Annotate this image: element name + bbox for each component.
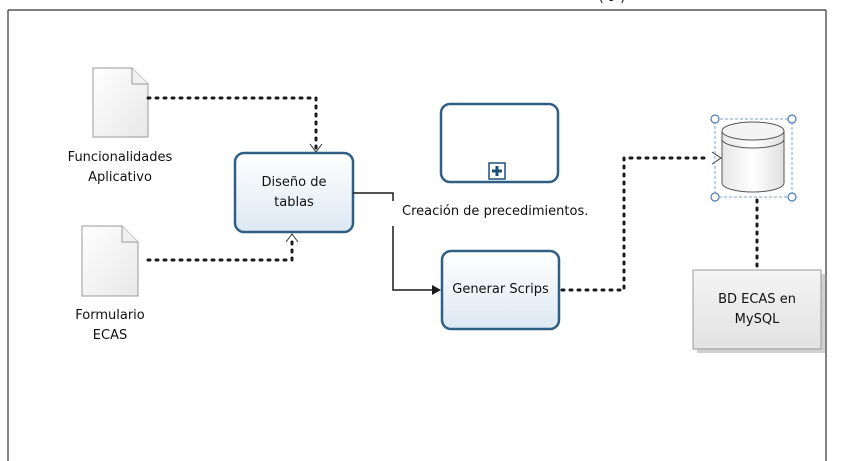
label-funcionalidades-line2: Aplicativo [88, 170, 152, 185]
selection-handle[interactable] [787, 192, 797, 202]
database-icon[interactable] [710, 114, 797, 202]
subprocess-creacion-procedimientos[interactable] [439, 102, 560, 184]
note-bd-ecas[interactable] [692, 269, 822, 350]
task-generar-scrips[interactable] [440, 249, 561, 331]
task-diseno-line1: Diseño de [261, 175, 327, 190]
note-bd-line1: BD ECAS en [718, 292, 796, 307]
task-diseno-label: Diseño de tablas [235, 173, 353, 213]
task-generar-label: Generar Scrips [452, 282, 549, 297]
association-arrowhead-up [285, 233, 299, 243]
subprocess-caption: Creación de precedimientos. [402, 204, 589, 219]
selection-handle[interactable] [787, 114, 797, 124]
document-icon-formulario[interactable] [81, 225, 139, 297]
association-arrowhead-right [711, 151, 722, 165]
label-formulario: Formulario ECAS [50, 306, 170, 346]
label-funcionalidades-line1: Funcionalidades [67, 150, 173, 165]
note-bd-line2: MySQL [734, 312, 780, 327]
selection-box [714, 118, 793, 198]
clipped-header-text: ( 9 ) [572, 0, 652, 8]
document-icon-funcionalidades[interactable] [92, 67, 149, 138]
label-formulario-line2: ECAS [92, 328, 128, 343]
task-diseno-line2: tablas [274, 195, 314, 210]
sequence-flow-arrowhead [432, 285, 441, 295]
association-formulario-to-diseno[interactable] [146, 238, 294, 262]
note-bd-label: BD ECAS en MySQL [693, 290, 821, 330]
association-generar-to-database[interactable] [560, 156, 710, 292]
label-formulario-line1: Formulario [75, 308, 145, 323]
association-funcionalidades-to-diseno[interactable] [146, 96, 318, 152]
selection-handle[interactable] [710, 192, 720, 202]
plus-icon [492, 166, 502, 176]
sequence-flow-diseno-to-generar[interactable] [353, 192, 432, 291]
selection-handle[interactable] [710, 114, 720, 124]
label-funcionalidades: Funcionalidades Aplicativo [50, 148, 190, 188]
